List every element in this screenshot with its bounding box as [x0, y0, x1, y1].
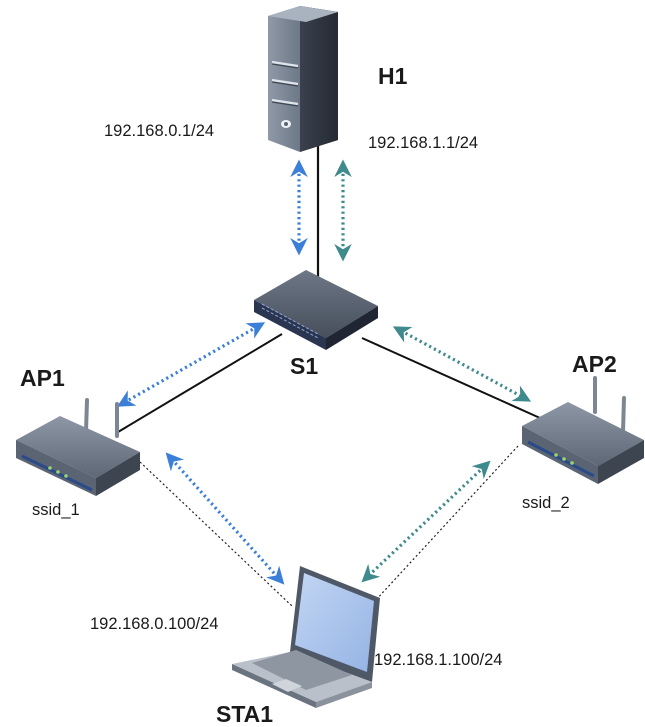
ap2-label: AP2	[572, 351, 617, 377]
router-icon[interactable]	[522, 376, 644, 484]
flow-arrow-s1-ap1	[116, 322, 266, 407]
sta1-ip-left: 192.168.0.100/24	[90, 615, 218, 633]
h1-ip-right: 192.168.1.1/24	[368, 134, 478, 152]
laptop-icon[interactable]	[232, 566, 380, 708]
ap1-label: AP1	[20, 365, 65, 391]
flow-arrow-s1-ap2	[392, 326, 532, 402]
s1-label: S1	[290, 353, 318, 379]
link-s1-ap2	[361, 337, 541, 419]
router-icon[interactable]	[16, 398, 140, 496]
h1-label: H1	[378, 63, 408, 89]
server-icon[interactable]	[268, 6, 338, 152]
link-s1-ap1	[117, 333, 283, 433]
wireless-link-ap2-sta1	[373, 445, 519, 603]
wireless-link-ap1-sta1	[139, 461, 293, 607]
sta1-ip-right: 192.168.1.100/24	[374, 651, 502, 669]
h1-ip-left: 192.168.0.1/24	[104, 122, 214, 140]
ap2-ssid: ssid_2	[522, 494, 570, 512]
sta1-label: STA1	[216, 701, 273, 727]
flow-arrow-ap2-sta1	[361, 460, 491, 583]
flow-arrow-ap1-sta1	[165, 452, 285, 585]
ap1-ssid: ssid_1	[32, 501, 80, 519]
switch-icon[interactable]	[254, 270, 378, 350]
